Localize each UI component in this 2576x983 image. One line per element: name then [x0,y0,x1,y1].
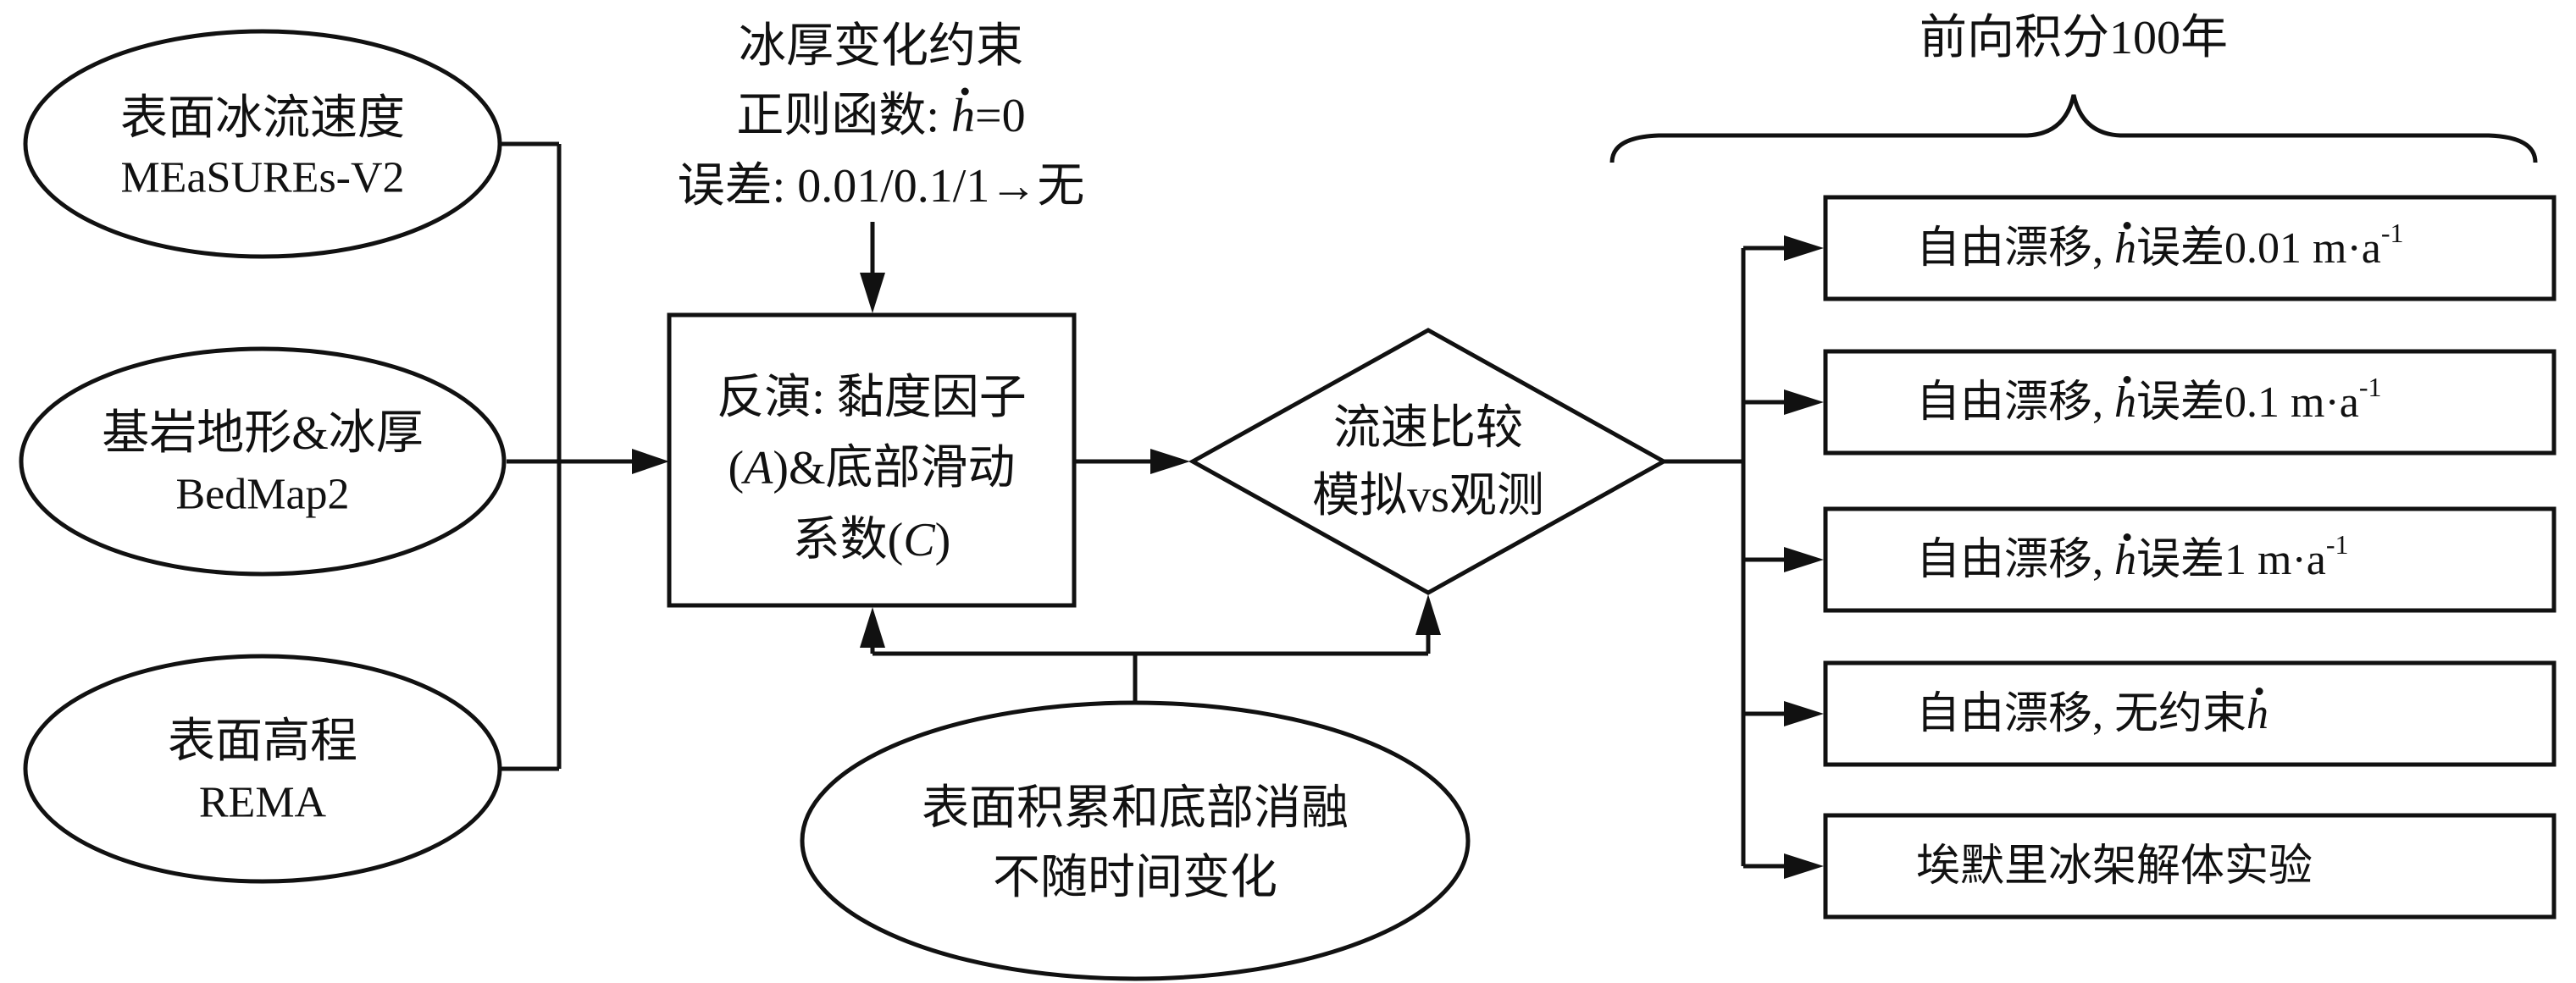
dot-accent-icon [2123,376,2131,384]
input-velocity-source: MEaSUREs-V2 [120,154,404,202]
comparison-line2: 模拟vs观测 [1312,470,1544,522]
constraint-label: 冰厚变化约束 正则函数: h=0 误差: 0.01/0.1/1→无 [678,20,1085,213]
input-bedrock: 基岩地形&冰厚 BedMap2 [19,346,507,577]
integration-brace [1609,94,2538,163]
forcing-line2: 不随时间变化 [993,852,1277,904]
input-elevation-title: 表面高程 [168,715,357,768]
experiment-label: 埃默里冰架解体实验 [1916,842,2313,891]
experiment-box: 埃默里冰架解体实验 [1823,813,2557,919]
constraint-title: 冰厚变化约束 [739,20,1023,73]
experiment-connectors [1664,235,1824,879]
dot-accent-icon [961,87,969,96]
experiment-box: 自由漂移, h误差0.01 m·a-1 [1823,195,2557,301]
experiment-label: 自由漂移, h误差1 m·a-1 [1916,529,2349,584]
experiment-label: 自由漂移, h误差0.01 m·a-1 [1916,218,2404,273]
inversion-line1: 反演: 黏度因子 [717,372,1027,424]
input-bedrock-source: BedMap2 [175,471,349,519]
arrow-forcing-to-inversion [860,607,885,648]
input-elevation-source: REMA [199,779,327,827]
integration-label: 前向积分100年 [1920,12,2228,64]
input-bedrock-title: 基岩地形&冰厚 [102,407,424,460]
experiment-box: 自由漂移, 无约束h [1823,660,2557,767]
forcing-connectors [860,594,1441,703]
dot-accent-icon [2123,533,2131,541]
constraint-regularization: 正则函数: h=0 [736,90,1025,142]
input-elevation: 表面高程 REMA [23,654,502,884]
dot-accent-icon [2255,688,2263,695]
comparison-line1: 流速比较 [1333,402,1523,455]
arrow-to-inversion [632,449,669,474]
arrow-to-comparison [1150,449,1190,474]
dot-accent-icon [2123,222,2131,229]
forcing-ellipse: 表面积累和底部消融 不随时间变化 [800,700,1471,981]
experiment-label: 自由漂移, h误差0.1 m·a-1 [1916,372,2382,427]
comparison-diamond: 流速比较 模拟vs观测 [1188,328,1669,595]
inversion-box: 反演: 黏度因子 (A)&底部滑动 系数(C) [667,312,1077,608]
input-velocity: 表面冰流速度 MEaSUREs-V2 [23,29,502,259]
input-velocity-title: 表面冰流速度 [120,92,405,145]
arrow-constraint-to-inversion [860,273,885,313]
arrow-forcing-to-comparison [1415,594,1441,635]
experiment-box: 自由漂移, h误差0.1 m·a-1 [1823,349,2557,456]
experiment-box: 自由漂移, h误差1 m·a-1 [1823,506,2557,613]
constraint-errors: 误差: 0.01/0.1/1→无 [678,160,1085,213]
inversion-line2: (A)&底部滑动 [728,442,1015,494]
inversion-line3: 系数(C) [793,514,951,566]
experiment-label: 自由漂移, 无约束h [1916,690,2269,738]
forcing-line1: 表面积累和底部消融 [922,782,1349,835]
